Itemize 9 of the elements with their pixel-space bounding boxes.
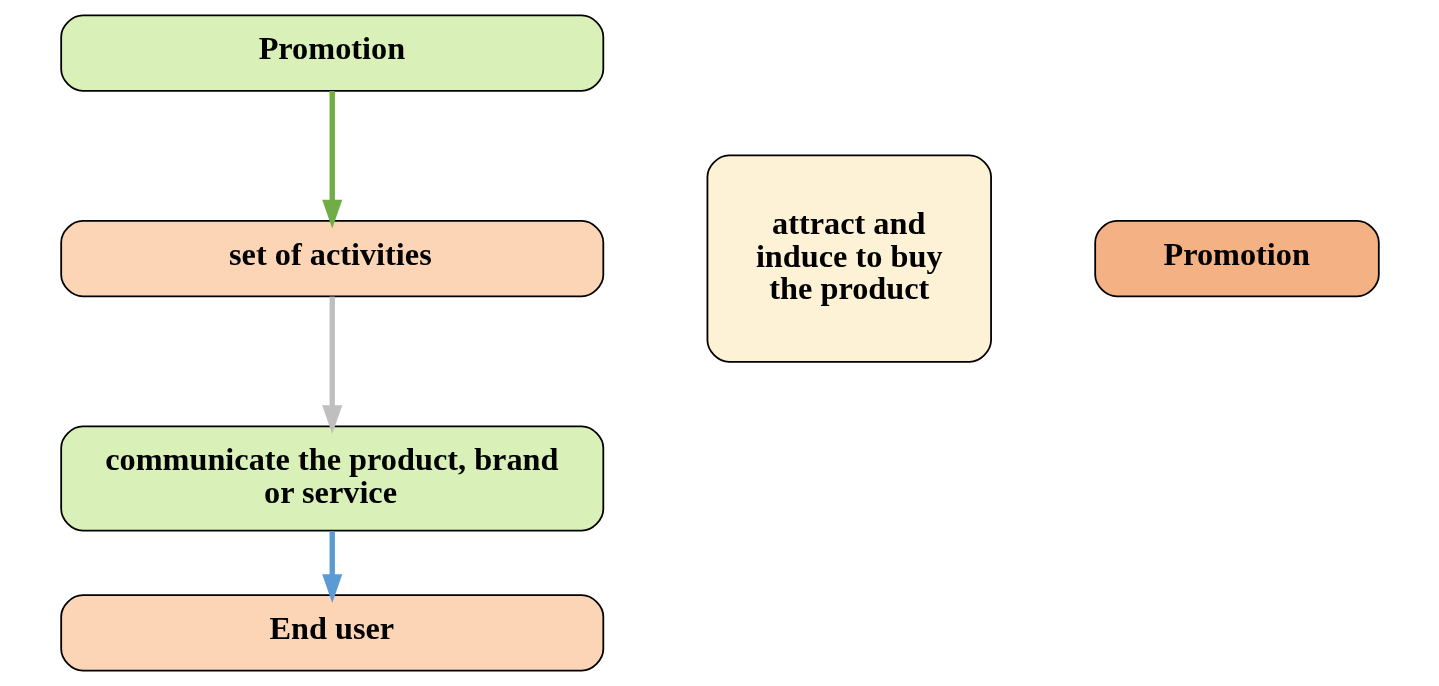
- node-box: communicate the product, brand or service: [59, 425, 604, 532]
- node-box: Promotion: [1093, 220, 1380, 298]
- node-box: set of activities: [59, 220, 604, 298]
- node-box: attract and induce to buy the product: [706, 154, 992, 363]
- arrow: [321, 91, 342, 229]
- arrow: [321, 531, 342, 604]
- node-box: End user: [59, 594, 604, 672]
- arrow: [321, 296, 342, 434]
- node-box: Promotion: [59, 14, 604, 92]
